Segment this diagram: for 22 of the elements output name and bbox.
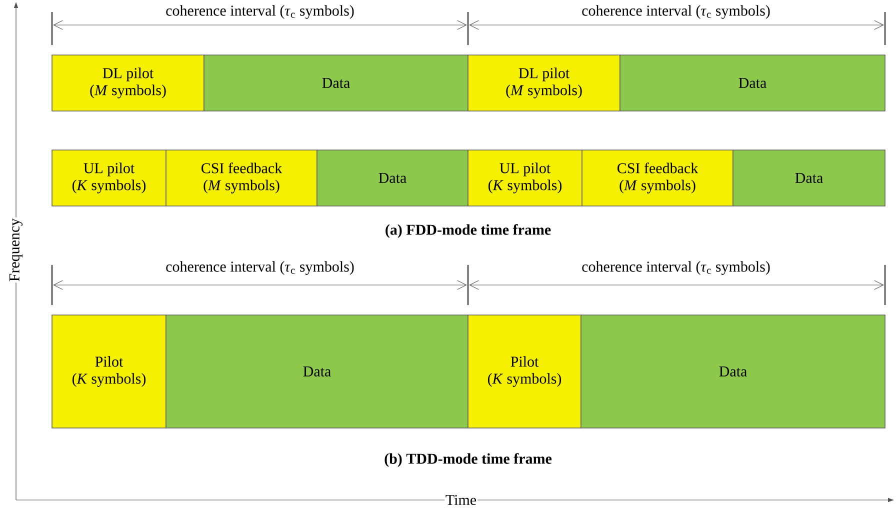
pilot-block: CSI feedback (M symbols) <box>582 150 734 206</box>
caption: (a) FDD-mode time frame <box>384 223 552 239</box>
pilot-block: UL pilot (K symbols) <box>52 150 166 206</box>
pilot-block: CSI feedback (M symbols) <box>166 150 318 206</box>
pilot-block: Pilot (K symbols) <box>468 314 582 428</box>
interval-label: coherence interval (τ$_{c}$ symbols) <box>164 260 356 276</box>
axis-label: Frequency <box>8 217 24 283</box>
data-block: Data <box>620 54 886 112</box>
data-block: Data <box>316 150 468 206</box>
pilot-block: DL pilot (M symbols) <box>468 54 620 112</box>
interval-label: coherence interval (τ$_{c}$ symbols) <box>580 4 772 20</box>
data-block: Data <box>580 314 886 428</box>
data-block: Data <box>166 314 468 428</box>
pilot-block: Pilot (K symbols) <box>52 314 166 428</box>
pilot-block: DL pilot (M symbols) <box>52 54 204 112</box>
axis-label: Time <box>444 494 478 506</box>
data-block: Data <box>732 150 886 206</box>
interval-label: coherence interval (τ$_{c}$ symbols) <box>580 260 772 276</box>
interval-label: coherence interval (τ$_{c}$ symbols) <box>164 4 356 20</box>
data-block: Data <box>204 54 468 112</box>
caption: (b) TDD-mode time frame <box>383 452 553 468</box>
pilot-block: UL pilot (K symbols) <box>468 150 582 206</box>
